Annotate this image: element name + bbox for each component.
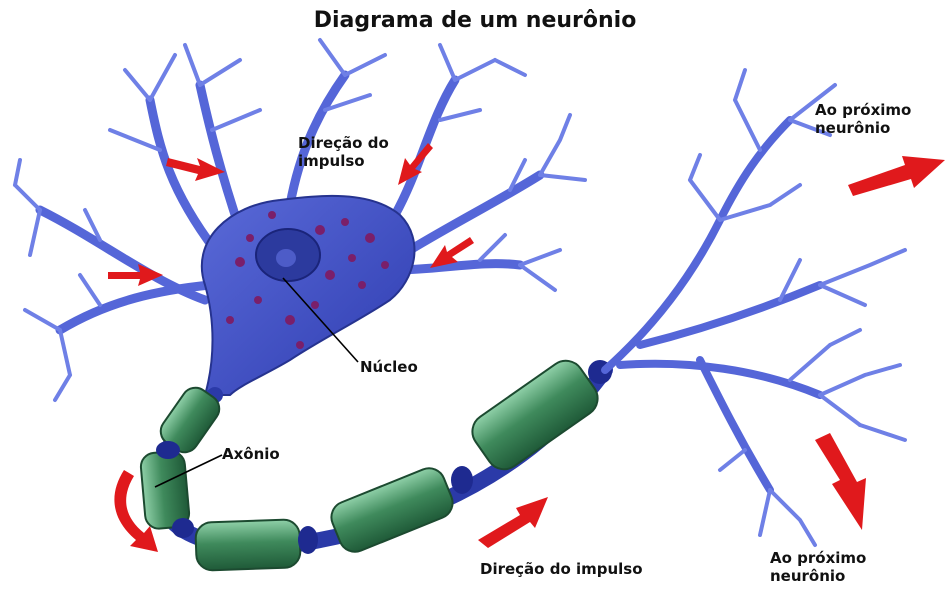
myelin-segment — [465, 354, 604, 477]
arrow-out-icon — [848, 156, 945, 196]
myelin-segment — [195, 519, 301, 571]
node-of-ranvier — [298, 526, 318, 554]
node-of-ranvier — [451, 466, 473, 494]
label-direction-top-line1: Direção do — [298, 134, 389, 152]
myelin-segment — [327, 463, 458, 556]
myelin-segment — [140, 450, 190, 530]
label-nucleus: Núcleo — [360, 358, 418, 376]
label-direction-bottom: Direção do impulso — [480, 560, 643, 578]
label-axon: Axônio — [222, 445, 280, 463]
label-next-neuron-bottom-line2: neurônio — [770, 567, 866, 585]
diagram-title: Diagrama de um neurônio — [0, 8, 950, 33]
label-direction-top: Direção do impulso — [298, 134, 389, 170]
arrow-out-icon — [815, 433, 866, 530]
node-of-ranvier — [156, 441, 180, 459]
node-of-ranvier — [172, 518, 194, 538]
label-next-neuron-top-line1: Ao próximo — [815, 101, 911, 119]
axon-terminals — [605, 70, 905, 545]
label-next-neuron-top: Ao próximo neurônio — [815, 101, 911, 137]
nucleolus — [276, 249, 296, 267]
label-next-neuron-top-line2: neurônio — [815, 119, 911, 137]
label-next-neuron-bottom-line1: Ao próximo — [770, 549, 866, 567]
label-direction-top-line2: impulso — [298, 152, 389, 170]
arrow-direction-icon — [478, 497, 548, 548]
label-next-neuron-bottom: Ao próximo neurônio — [770, 549, 866, 585]
